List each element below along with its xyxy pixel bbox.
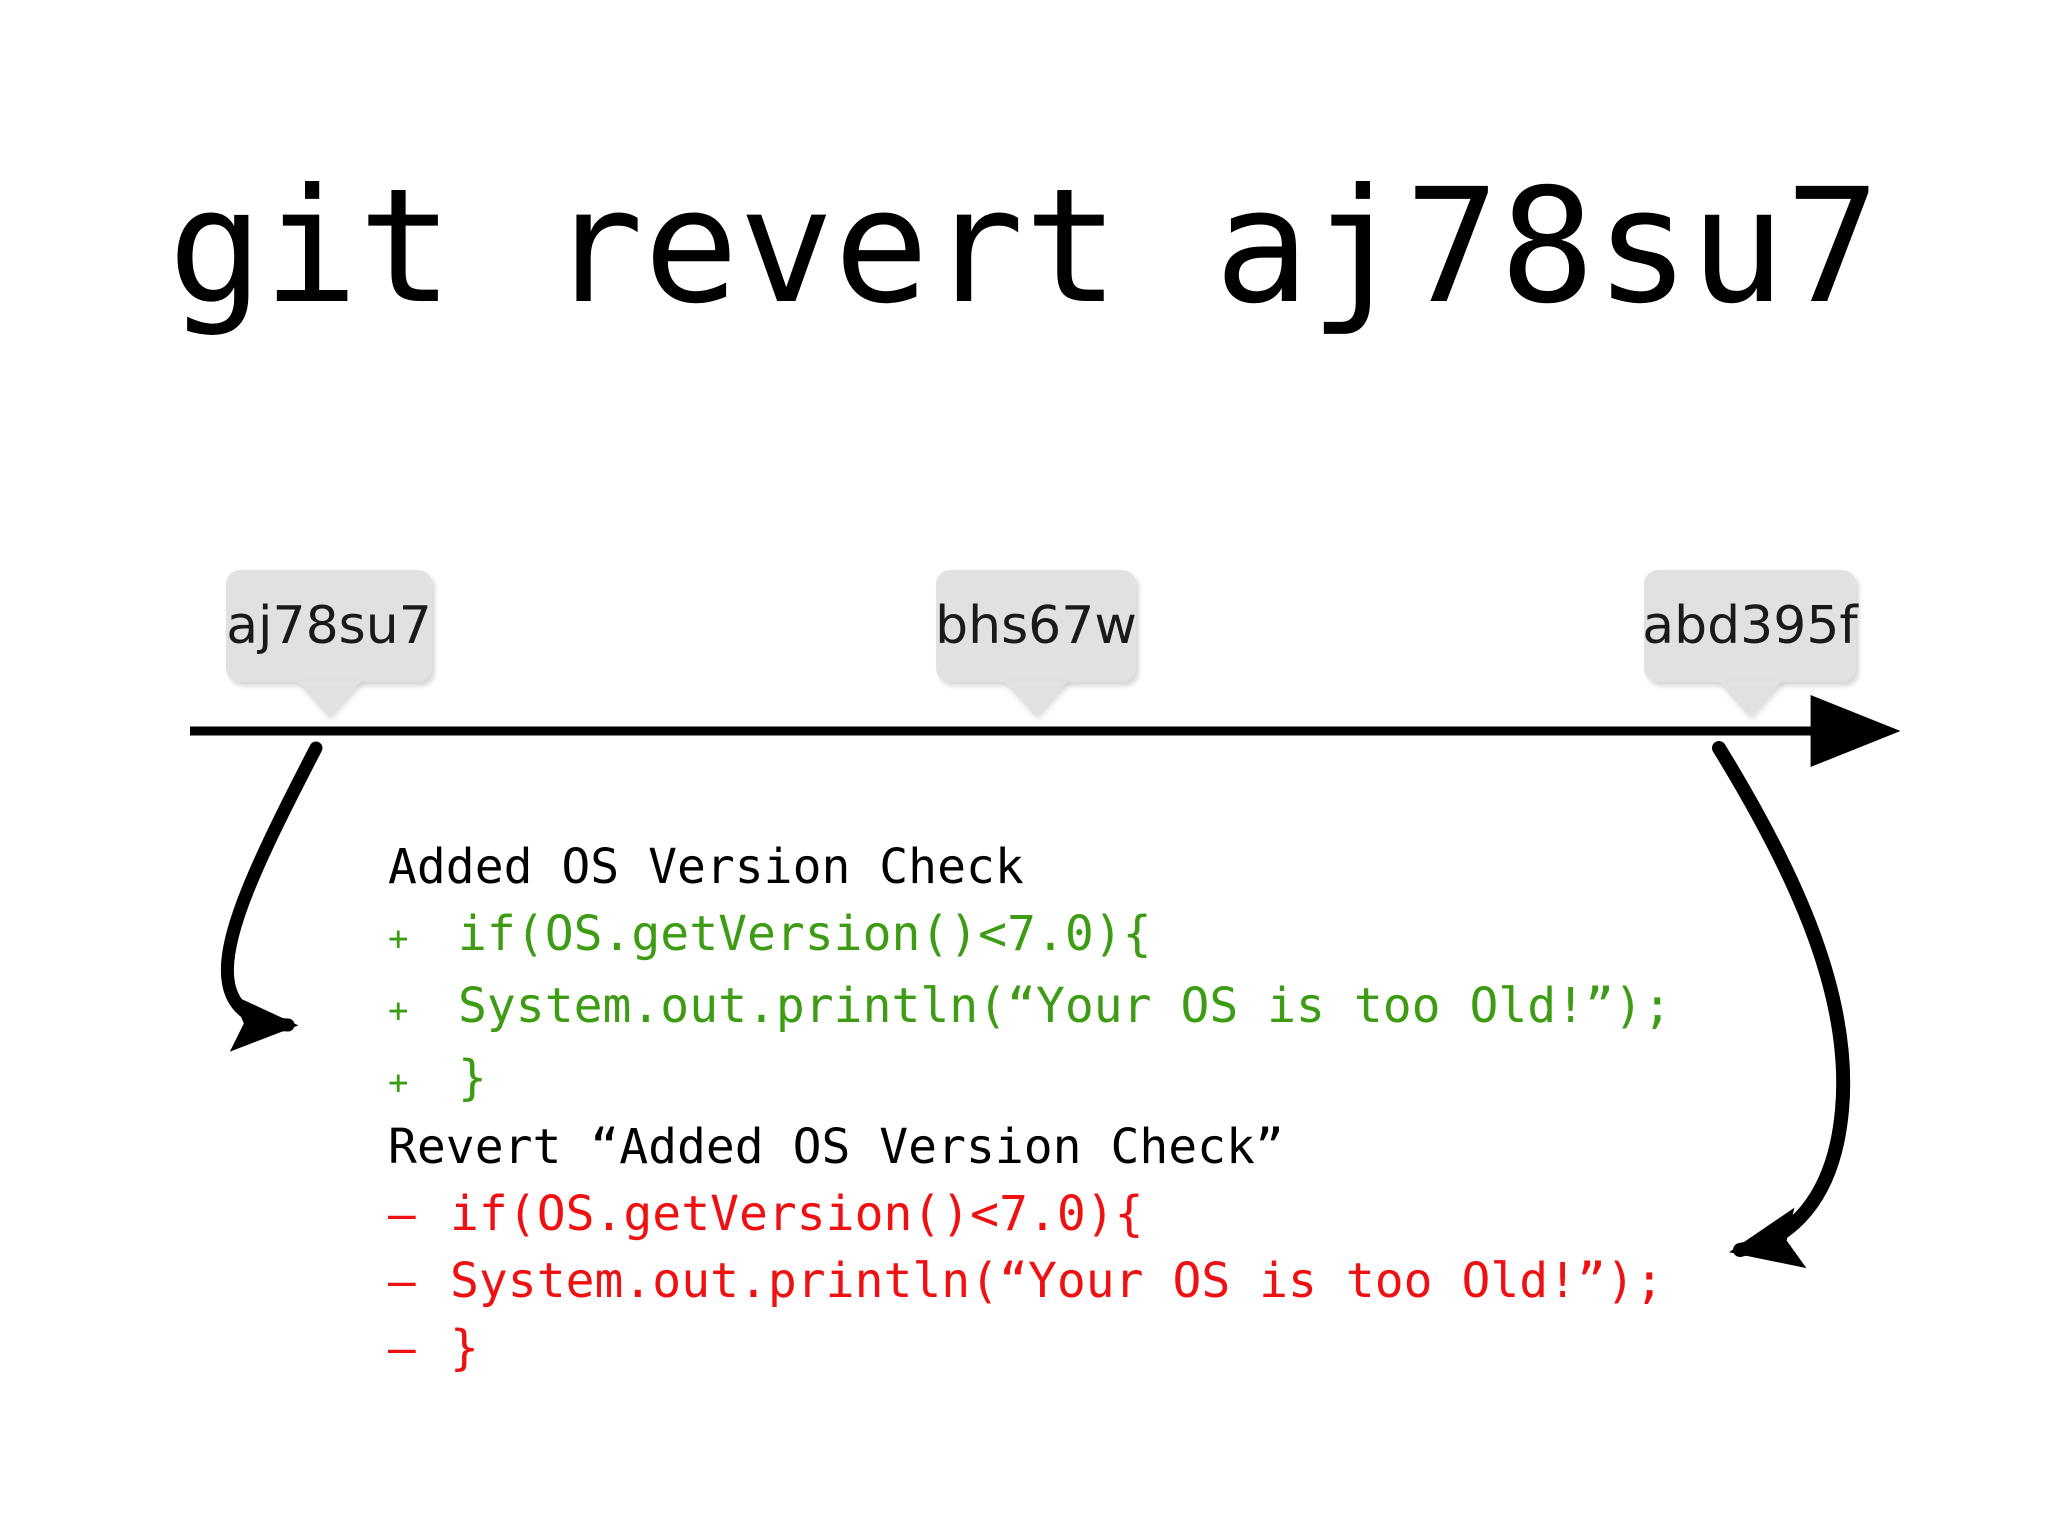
diff-code-text: System.out.println(“Your OS is too Old!”…: [450, 1253, 1664, 1309]
diff-code-text: }: [458, 1050, 487, 1106]
diff-line: – }: [388, 1315, 1664, 1382]
curved-arrow-to-added-commit: [220, 741, 323, 1052]
diff-commit-message: Added OS Version Check: [388, 839, 1024, 895]
bubble-tail-icon: [297, 681, 361, 717]
diff-marker-added: +: [388, 1063, 409, 1103]
diff-marker-added: +: [388, 991, 409, 1031]
curved-arrow-to-revert-commit: [1712, 741, 1851, 1269]
diff-code-text: System.out.println(“Your OS is too Old!”…: [458, 978, 1672, 1034]
diff-line: – if(OS.getVersion()<7.0){: [388, 1181, 1664, 1248]
page-title: git revert aj78su7: [168, 155, 1881, 339]
diff-line: – System.out.println(“Your OS is too Old…: [388, 1248, 1664, 1315]
commit-bubble-abd395f[interactable]: abd395f: [1642, 570, 1858, 717]
diff-code-text: }: [450, 1320, 479, 1376]
commit-bubble-label: abd395f: [1642, 596, 1858, 656]
diff-code-text: if(OS.getVersion()<7.0){: [458, 906, 1152, 962]
bubble-tail-icon: [1718, 681, 1782, 717]
diff-marker-removed: –: [388, 1254, 416, 1308]
diff-marker-removed: –: [388, 1321, 416, 1375]
diff-line: + System.out.println(“Your OS is too Old…: [388, 973, 1672, 1045]
bubble-tail-icon: [1004, 681, 1068, 717]
commit-bubble-label: bhs67w: [935, 596, 1137, 656]
diff-commit-message: Revert “Added OS Version Check”: [388, 1119, 1284, 1175]
diff-marker-added: +: [388, 919, 409, 959]
diff-line: + }: [388, 1045, 1672, 1117]
commit-bubble-aj78su7[interactable]: aj78su7: [226, 570, 432, 717]
diff-block-revert: Revert “Added OS Version Check” – if(OS.…: [388, 1114, 1664, 1382]
diff-code-text: if(OS.getVersion()<7.0){: [450, 1186, 1144, 1242]
commit-bubble-bhs67w[interactable]: bhs67w: [935, 570, 1137, 717]
diff-block-added: Added OS Version Check + if(OS.getVersio…: [388, 834, 1672, 1117]
diff-marker-removed: –: [388, 1187, 416, 1241]
commit-bubble-label: aj78su7: [226, 596, 432, 656]
diff-line: + if(OS.getVersion()<7.0){: [388, 901, 1672, 973]
